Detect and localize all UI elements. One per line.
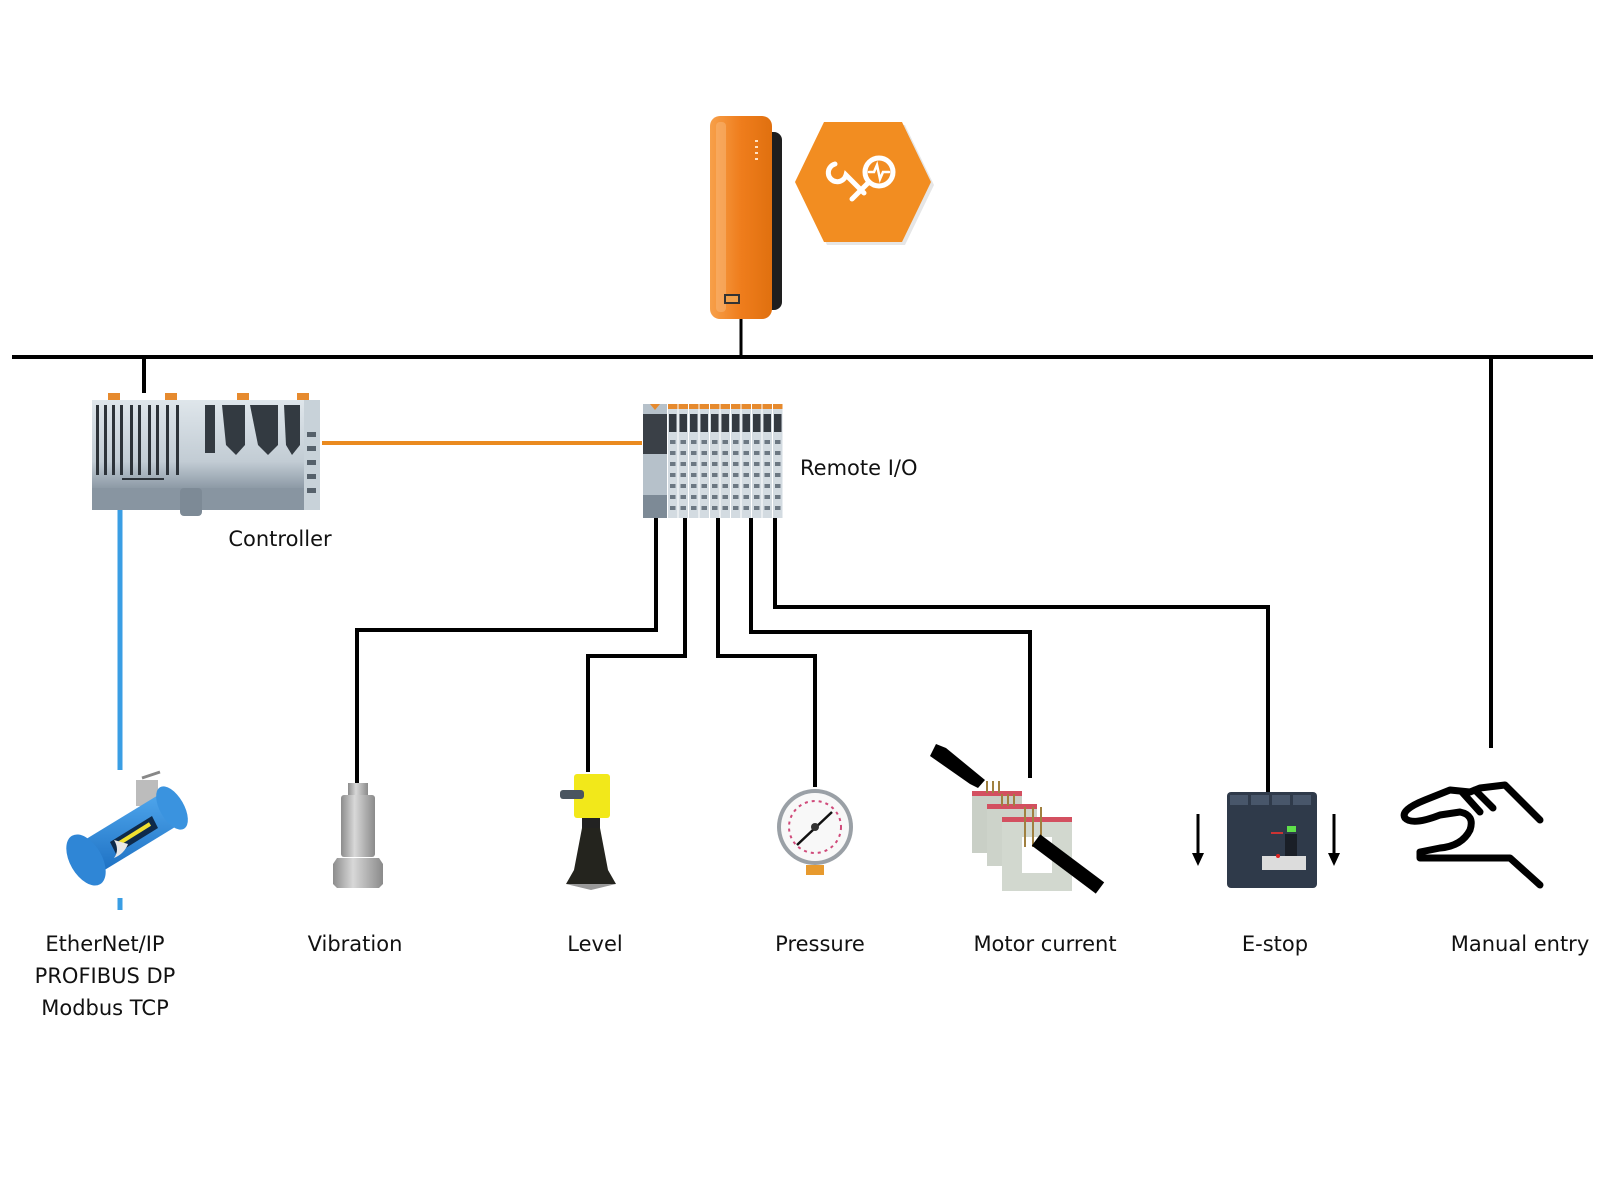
- protocol-profibus-dp: PROFIBUS DP: [34, 964, 176, 988]
- wire-motor-current: [749, 518, 1032, 778]
- circuit-breaker-icon: [1227, 792, 1317, 888]
- flowmeter-icon: [66, 770, 188, 886]
- sensor-label-motor-current: Motor current: [973, 932, 1117, 956]
- sensor-label-level: Level: [567, 932, 623, 956]
- controller-label: Controller: [228, 527, 332, 551]
- sensor-label-pressure: Pressure: [775, 932, 865, 956]
- wire-e-stop: [773, 518, 1270, 792]
- pressure-gauge-icon: [777, 789, 853, 875]
- cable-bar-lower: [1031, 834, 1105, 894]
- wire-level: [586, 518, 687, 772]
- arrow-down-icon: [1192, 814, 1204, 866]
- vibration-sensor-icon: [333, 783, 383, 888]
- io-slice: [752, 404, 762, 518]
- io-slice: [668, 404, 678, 518]
- cable-bar-upper: [930, 744, 985, 788]
- io-wiring: [355, 518, 1270, 792]
- io-slice: [773, 404, 783, 518]
- wire-vibration: [355, 518, 658, 783]
- io-slice: [678, 404, 688, 518]
- io-slice: [699, 404, 709, 518]
- protocol-ethernet-ip: EtherNet/IP: [45, 932, 165, 956]
- hand-icon: [1400, 781, 1544, 889]
- sensor-label-manual-entry: Manual entry: [1450, 932, 1590, 956]
- sensor-label-vibration: Vibration: [307, 932, 403, 956]
- level-sensor-icon: [560, 774, 616, 890]
- io-slice: [741, 404, 751, 518]
- sensor-label-e-stop: E-stop: [1241, 932, 1309, 956]
- remote-io-label: Remote I/O: [800, 456, 918, 480]
- io-slice: [689, 404, 699, 518]
- protocol-modbus-tcp: Modbus TCP: [41, 996, 169, 1020]
- arrow-down-icon: [1328, 814, 1340, 866]
- gateway-device: [710, 116, 782, 319]
- io-slice: [762, 404, 772, 518]
- wrench-magnifier-icon: [795, 122, 934, 245]
- io-slice: [731, 404, 741, 518]
- remote-io-device: [643, 404, 783, 518]
- wire-pressure: [716, 518, 817, 787]
- controller-device: [92, 393, 320, 516]
- io-slice: [720, 404, 730, 518]
- current-transformer-icon: [930, 744, 1105, 894]
- sensor-label-flowmeter: EtherNet/IP PROFIBUS DP Modbus TCP: [30, 928, 180, 1024]
- io-slice: [710, 404, 720, 518]
